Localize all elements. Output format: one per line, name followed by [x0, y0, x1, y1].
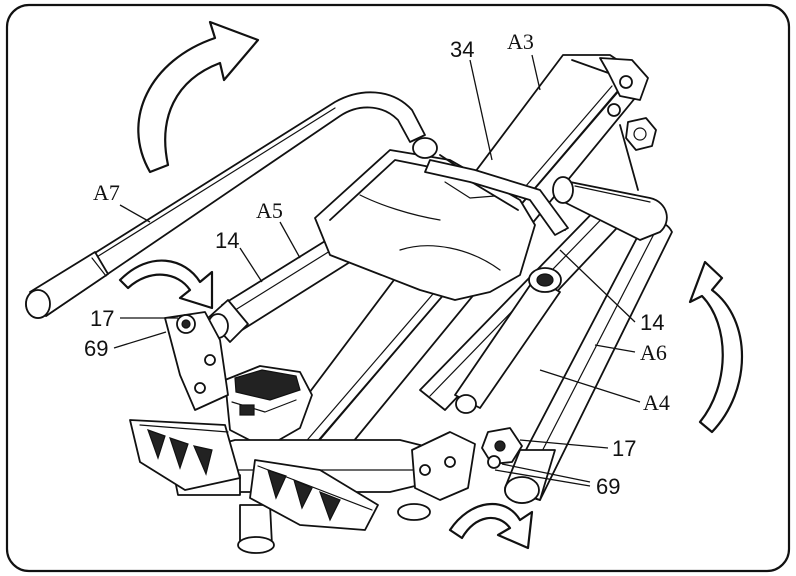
rotate-arrow-right: [688, 260, 744, 434]
leader-lines: [113, 54, 641, 487]
label-17-left: 17: [90, 306, 114, 331]
handlebar-a7: [25, 91, 426, 319]
label-a5: A5: [256, 198, 283, 223]
console-display: [224, 365, 313, 449]
label-34: 34: [450, 37, 474, 62]
left-bracket: [164, 311, 229, 411]
label-17-right: 17: [612, 436, 636, 461]
label-a6: A6: [640, 340, 667, 365]
label-a3: A3: [507, 29, 534, 54]
footrest-left: [129, 419, 241, 491]
label-69-left: 69: [84, 336, 108, 361]
upper-right-tube: [552, 176, 668, 241]
right-bracket: [411, 427, 523, 501]
label-a4: A4: [643, 390, 670, 415]
rotate-arrow-bottom: [448, 502, 534, 550]
rotate-arrow-mid-left: [118, 259, 214, 310]
adjustment-knob: [619, 117, 657, 191]
label-14-right: 14: [640, 310, 664, 335]
label-14-left: 14: [215, 228, 239, 253]
frame-tube-right-lower: [454, 267, 562, 414]
label-a7: A7: [93, 180, 120, 205]
seat: [314, 137, 569, 301]
label-69-right: 69: [596, 474, 620, 499]
frame-tube-a5: [207, 237, 351, 343]
footrest-right: [249, 459, 379, 531]
rotate-arrow-top-left: [137, 20, 260, 174]
